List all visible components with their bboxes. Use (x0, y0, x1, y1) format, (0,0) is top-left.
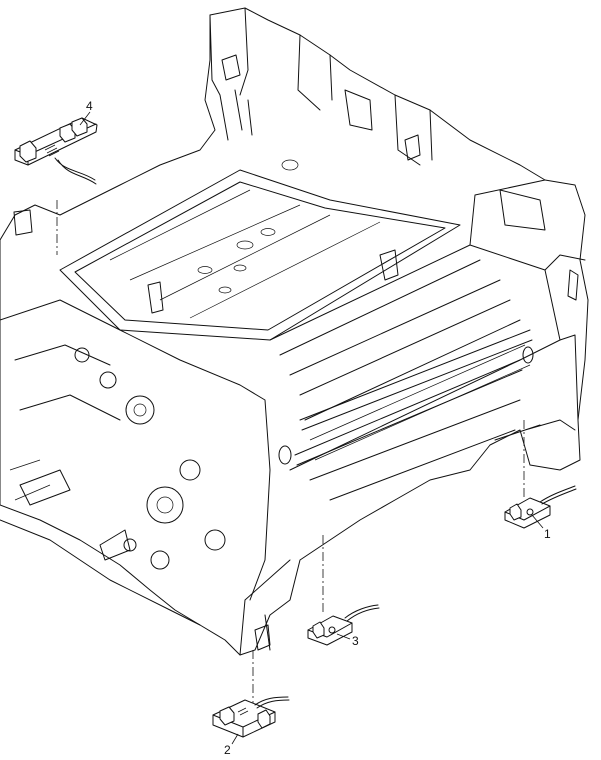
part-3-sensor-pcb (307, 604, 380, 646)
part-4-sensor-pcb (14, 117, 98, 185)
callout-4: 4 (86, 99, 93, 113)
callout-1: 1 (544, 527, 551, 541)
part-1-sensor-pcb (504, 485, 577, 529)
callout-3: 3 (352, 634, 359, 648)
assembly-position-lines (56, 200, 525, 705)
part-2-sensor-pcb (212, 696, 290, 738)
printer-chassis-frame (0, 7, 589, 656)
callout-2: 2 (224, 743, 231, 757)
callout-labels: 4 1 3 2 (79, 99, 551, 757)
